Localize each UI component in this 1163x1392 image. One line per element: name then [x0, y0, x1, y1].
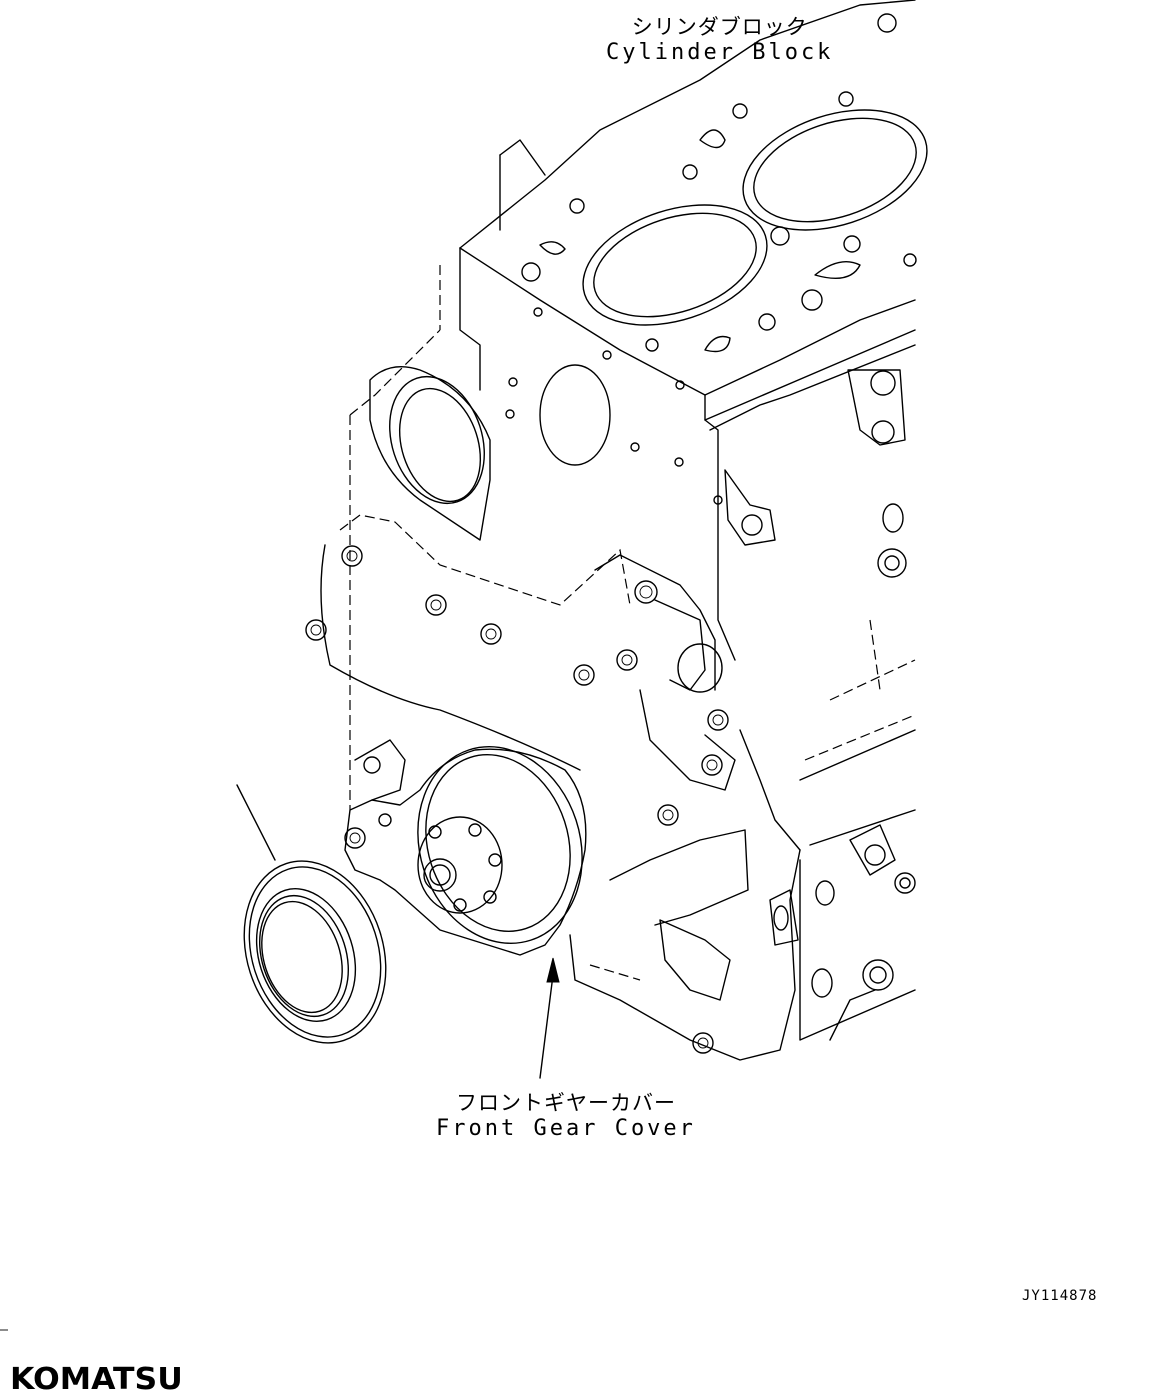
front-gear-cover-label-jp: フロントギヤーカバー — [455, 1091, 676, 1115]
cylinder-block — [349, 0, 928, 1041]
front-gear-cover-label: フロントギヤーカバー Front Gear Cover — [436, 1090, 696, 1142]
oil-seal — [243, 860, 387, 1044]
komatsu-logo: KOMATSU — [10, 1362, 183, 1392]
cylinder-block-label: シリンダブロック Cylinder Block — [606, 14, 833, 66]
front-gear-cover — [305, 514, 916, 1061]
leader-lines — [236, 784, 560, 1079]
front-gear-cover-label-en: Front Gear Cover — [436, 1116, 696, 1141]
cylinder-block-label-jp: シリンダブロック — [631, 15, 808, 39]
cylinder-block-label-en: Cylinder Block — [606, 40, 834, 65]
drawing-id: JY114878 — [1022, 1288, 1098, 1304]
